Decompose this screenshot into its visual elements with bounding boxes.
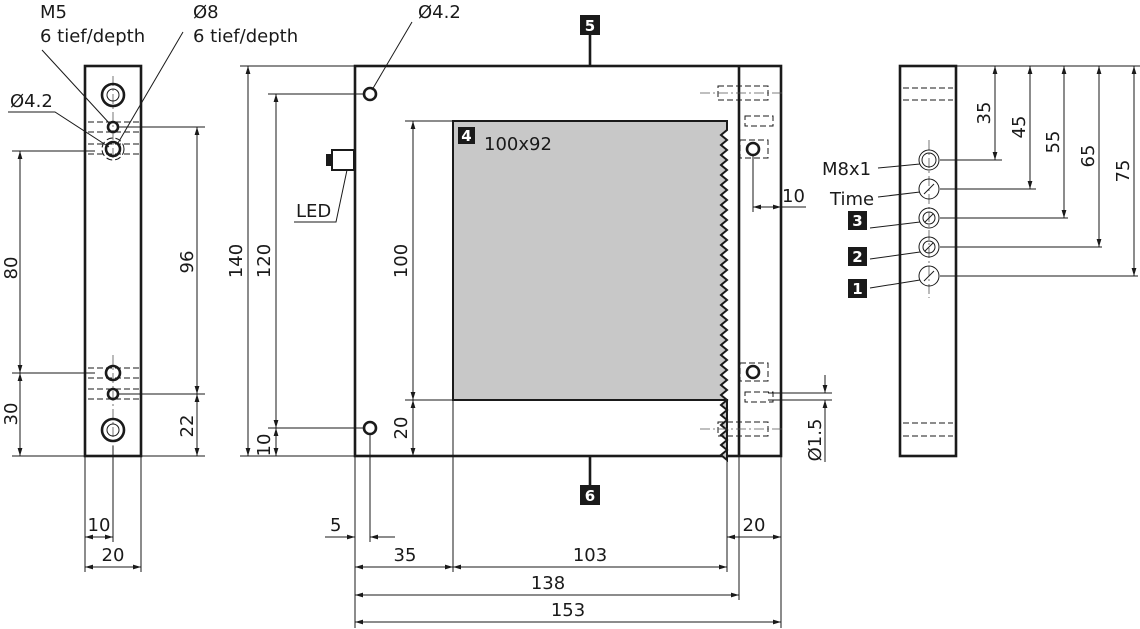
dim-d1-5: Ø1.5 (805, 419, 826, 462)
dim-30: 30 (1, 403, 22, 426)
potentiometer-1 (918, 265, 940, 287)
dim-75: 75 (1113, 160, 1134, 183)
marker-6-label: 6 (585, 487, 595, 505)
time-label: Time (829, 189, 874, 210)
dim-138: 138 (531, 573, 565, 594)
m5-label: M5 (40, 2, 67, 23)
marker-5-label: 5 (585, 17, 595, 35)
sensing-window (452, 120, 729, 463)
time-potentiometer (918, 178, 940, 200)
dim-35: 35 (974, 102, 995, 125)
mount-hole (745, 141, 761, 157)
led-label: LED (296, 201, 331, 222)
marker-6 (580, 485, 600, 505)
dim-55: 55 (1043, 131, 1064, 154)
dim-10: 10 (88, 515, 111, 536)
marker-3 (848, 211, 867, 230)
d8-label: Ø8 (193, 2, 219, 23)
mount-hole (745, 364, 761, 380)
led-connector (331, 149, 355, 171)
dim-96: 96 (177, 251, 198, 274)
dim-20-vertical: 20 (391, 417, 412, 440)
dim-10-vertical: 10 (254, 434, 275, 457)
marker-4 (458, 127, 475, 144)
marker-5 (580, 15, 600, 35)
d8-hole (104, 140, 122, 158)
mount-hole (362, 86, 378, 102)
d42-label: Ø4.2 (10, 91, 53, 112)
dim-45: 45 (1009, 116, 1030, 139)
dim-20: 20 (102, 545, 125, 566)
dim-65: 65 (1078, 145, 1099, 168)
dim-140: 140 (226, 244, 247, 278)
dim-5: 5 (330, 515, 341, 536)
m5-depth-label: 6 tief/depth (40, 26, 145, 47)
mount-hole (100, 82, 126, 108)
left-view: M5 6 tief/depth Ø8 6 tief/depth Ø4.2 80 … (1, 2, 298, 572)
dim-153: 153 (551, 600, 585, 621)
dim-103: 103 (573, 545, 607, 566)
front-view: 4 100x92 LED Ø4.2 5 6 140 120 10 100 (226, 2, 832, 628)
marker-2-label: 2 (852, 248, 862, 266)
side-view: M8x1 Time 3 2 1 35 45 55 65 75 (822, 64, 1140, 458)
window-size-label: 100x92 (484, 134, 552, 155)
dim-80: 80 (1, 257, 22, 280)
mount-hole (362, 420, 378, 436)
side-body (898, 64, 958, 458)
dim-35: 35 (394, 545, 417, 566)
front-body (353, 64, 783, 458)
potentiometer-2 (918, 236, 940, 258)
marker-4-label: 4 (461, 127, 471, 145)
marker-3-label: 3 (852, 212, 862, 230)
marker-2 (848, 247, 867, 266)
marker-1-label: 1 (852, 280, 862, 298)
m8-connector (918, 149, 940, 171)
m8-label: M8x1 (822, 159, 871, 180)
d8-depth-label: 6 tief/depth (193, 26, 298, 47)
dim-20-horizontal: 20 (743, 515, 766, 536)
dim-100: 100 (391, 244, 412, 278)
marker-1 (848, 279, 867, 298)
dim-120: 120 (254, 244, 275, 278)
dim-22: 22 (177, 415, 198, 438)
potentiometer-3 (918, 207, 940, 229)
hole-label: Ø4.2 (418, 2, 461, 23)
dim-10-horizontal: 10 (782, 186, 805, 207)
